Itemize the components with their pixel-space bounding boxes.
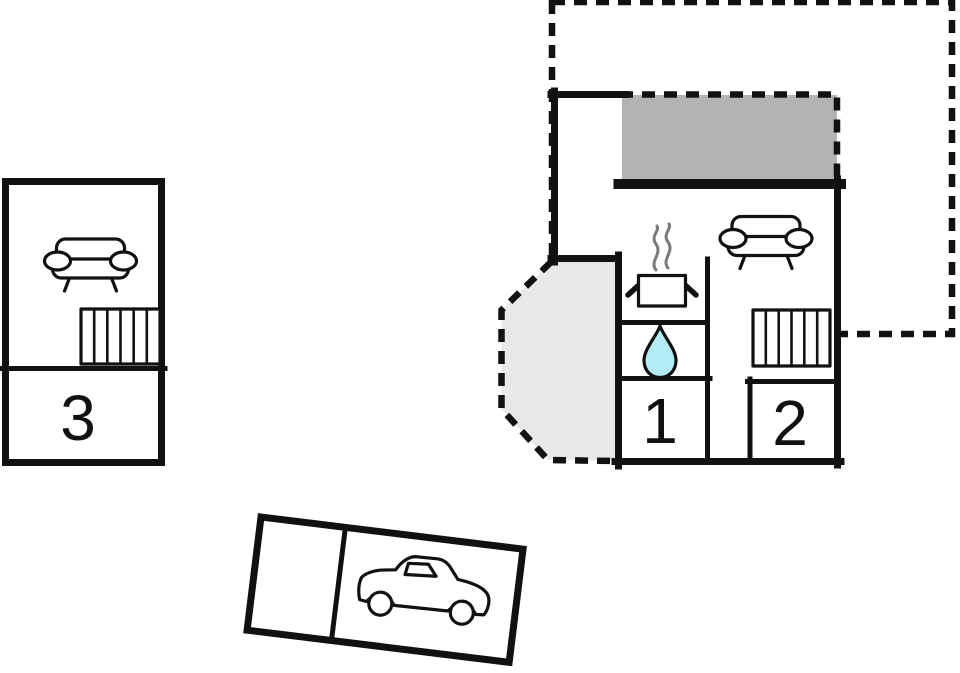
- stove-pot-icon: [636, 273, 688, 308]
- garage-outline: [243, 513, 527, 667]
- car-wheel-rear: [367, 590, 394, 617]
- car-wheel-front: [448, 599, 475, 626]
- house-walls: [547, 87, 846, 470]
- annex-building: 3: [0, 178, 168, 466]
- steam-icon: [652, 224, 660, 272]
- side-terrace-border: [498, 259, 619, 465]
- water-drop-icon: [642, 321, 678, 380]
- car-icon: [357, 555, 491, 626]
- covered-terrace: [620, 91, 841, 180]
- side-terrace-area: [501, 262, 618, 461]
- steam-icon: [664, 222, 672, 270]
- radiator-icon: [79, 307, 162, 366]
- stove: [625, 222, 699, 308]
- garage: [243, 513, 527, 667]
- main-house: 1 2: [547, 87, 846, 470]
- house-partitions: [618, 256, 841, 464]
- garage-divider: [328, 524, 349, 644]
- sofa-icon: [42, 237, 139, 293]
- covered-terrace-border: [620, 91, 841, 180]
- room2-label: 2: [772, 387, 808, 459]
- car-window: [403, 561, 438, 578]
- room3-label: 3: [60, 382, 96, 454]
- covered-terrace-area: [622, 95, 837, 180]
- room1-label: 1: [642, 385, 678, 457]
- radiator-icon: [751, 308, 832, 368]
- side-terrace: [498, 259, 619, 465]
